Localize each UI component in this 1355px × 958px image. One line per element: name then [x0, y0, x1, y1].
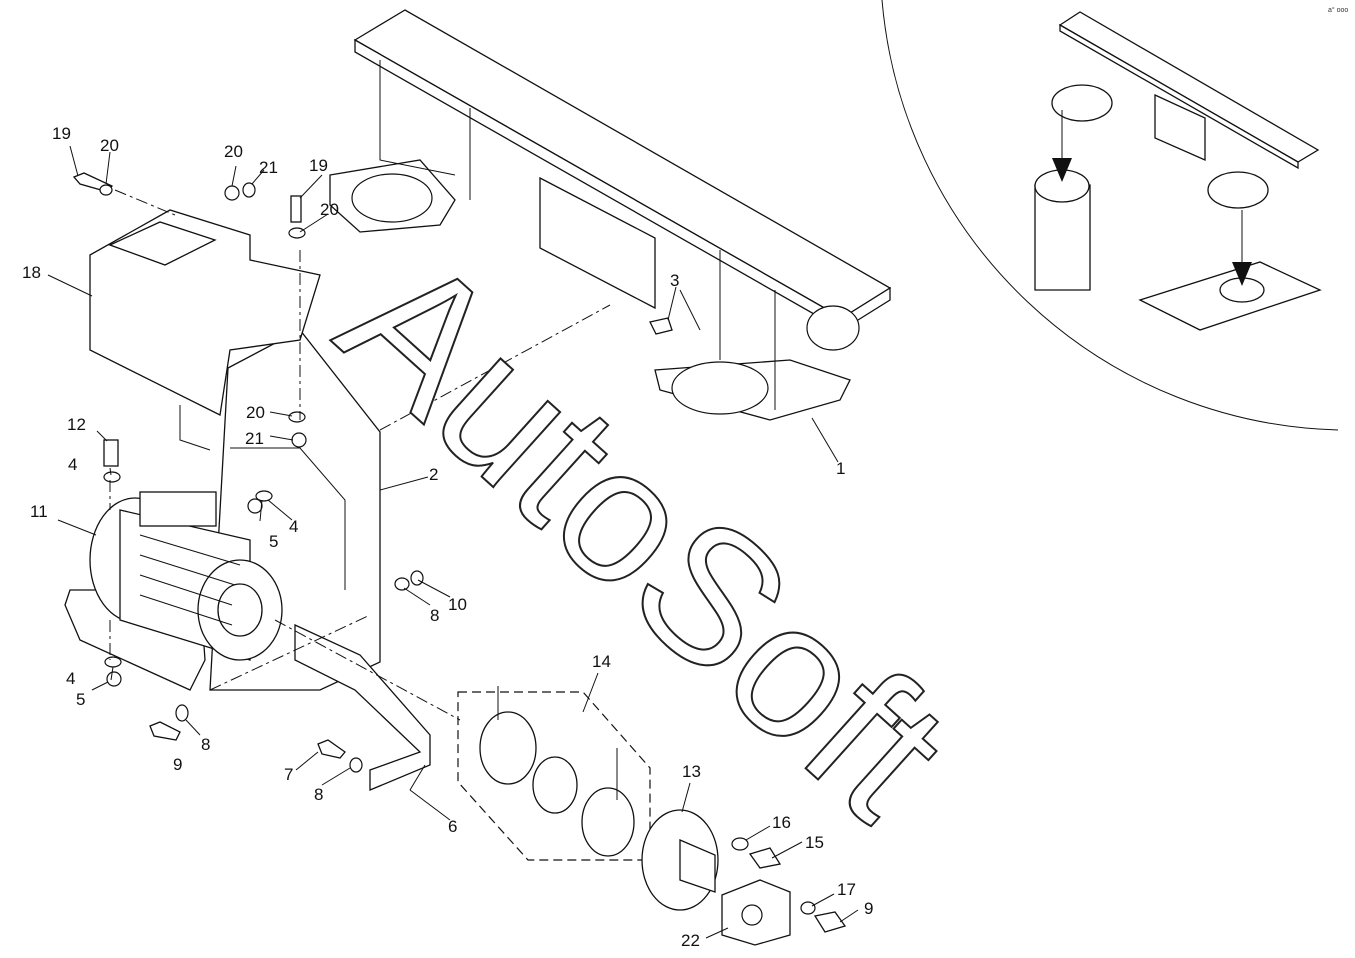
fasteners [72, 172, 847, 933]
coupling-group-part-14 [457, 686, 651, 861]
callout-13: 13 [682, 762, 701, 781]
callout-14: 14 [592, 652, 611, 671]
corner-mark: a° ooo [1328, 6, 1348, 14]
motor-part-11 [64, 491, 283, 691]
callout-5-lower: 5 [76, 690, 85, 709]
callout-11: 11 [30, 502, 48, 521]
callout-6: 6 [448, 817, 457, 836]
callout-8-lower-left: 8 [201, 735, 210, 754]
callout-19-center: 19 [309, 156, 328, 175]
support-bracket-part-6 [294, 623, 431, 791]
callout-10: 10 [448, 595, 467, 614]
callout-12: 12 [67, 415, 86, 434]
callout-15: 15 [805, 833, 824, 852]
callout-1: 1 [836, 459, 845, 478]
callout-22: 22 [681, 931, 700, 950]
callout-9-right: 9 [864, 899, 873, 918]
callout-4-upper: 4 [68, 455, 77, 474]
callout-21-lower: 21 [245, 429, 264, 448]
callout-8-bracket: 8 [314, 785, 323, 804]
callout-17: 17 [837, 880, 856, 899]
callout-21-cover: 21 [259, 158, 278, 177]
callout-4-center: 4 [289, 517, 298, 536]
callout-3: 3 [670, 271, 679, 290]
callout-labels: 1 2 3 4 4 4 5 5 6 7 8 8 8 9 9 10 11 12 1… [22, 124, 873, 950]
cover-part-18 [89, 209, 321, 416]
main-frame-part-1 [329, 9, 892, 421]
callout-7: 7 [284, 765, 293, 784]
callout-18: 18 [22, 263, 41, 282]
callout-5-center: 5 [269, 532, 278, 551]
callout-20-left: 20 [100, 136, 119, 155]
callout-19-left: 19 [52, 124, 71, 143]
callout-9-left: 9 [173, 755, 182, 774]
alignment-lines [109, 189, 611, 721]
flange-part-13 [641, 809, 719, 911]
callout-8-right: 8 [430, 606, 439, 625]
callout-20-cover: 20 [224, 142, 243, 161]
callout-4-lower: 4 [66, 669, 75, 688]
callout-2: 2 [429, 465, 438, 484]
pump-part-22 [721, 879, 791, 946]
leader-lines [47, 145, 859, 939]
callout-20-lower: 20 [246, 403, 265, 422]
callout-20-center: 20 [320, 200, 339, 219]
callout-16: 16 [772, 813, 791, 832]
inset-detail-view [881, 0, 1339, 431]
